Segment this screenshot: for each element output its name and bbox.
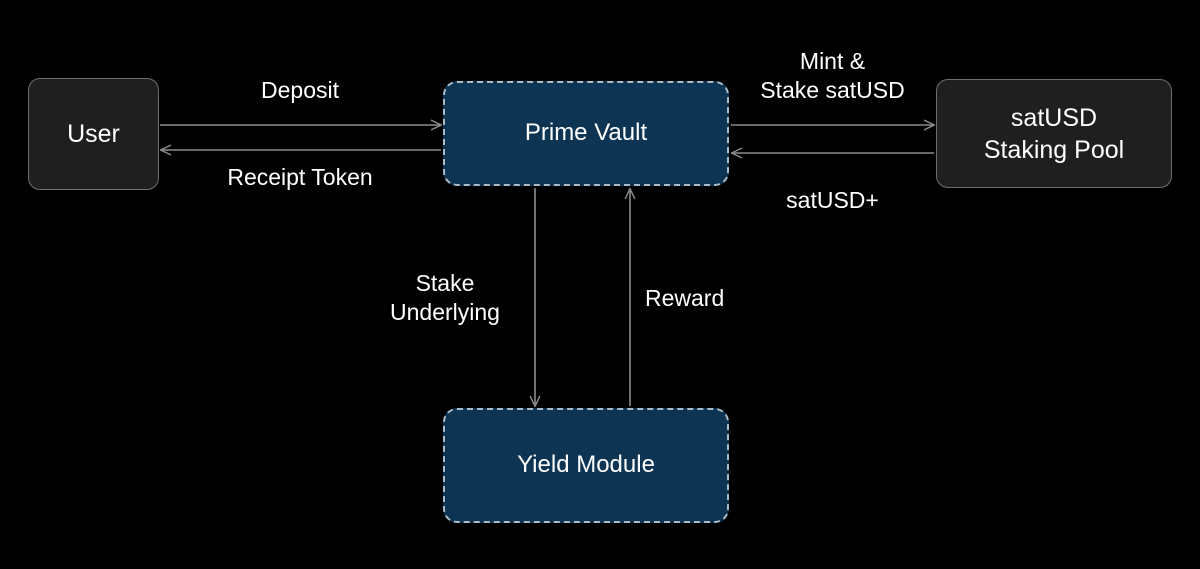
- node-yield-module[interactable]: Yield Module: [443, 408, 729, 523]
- node-satusd-staking-pool[interactable]: satUSD Staking Pool: [936, 79, 1172, 188]
- edge-label-mint-stake-satusd: Mint & Stake satUSD: [760, 48, 905, 103]
- node-prime-vault[interactable]: Prime Vault: [443, 81, 729, 186]
- edge-label-stake-underlying: Stake Underlying: [390, 270, 500, 325]
- edge-label-satusd-plus: satUSD+: [786, 187, 879, 213]
- edge-label-receipt-token: Receipt Token: [227, 164, 373, 190]
- edge-label-deposit: Deposit: [261, 77, 339, 103]
- node-satusd-staking-pool-label: satUSD Staking Pool: [983, 103, 1125, 164]
- edge-label-reward: Reward: [645, 285, 725, 311]
- node-yield-module-label: Yield Module: [517, 451, 655, 479]
- node-user[interactable]: User: [28, 78, 159, 190]
- node-prime-vault-label: Prime Vault: [524, 119, 648, 147]
- node-user-label: User: [67, 120, 120, 148]
